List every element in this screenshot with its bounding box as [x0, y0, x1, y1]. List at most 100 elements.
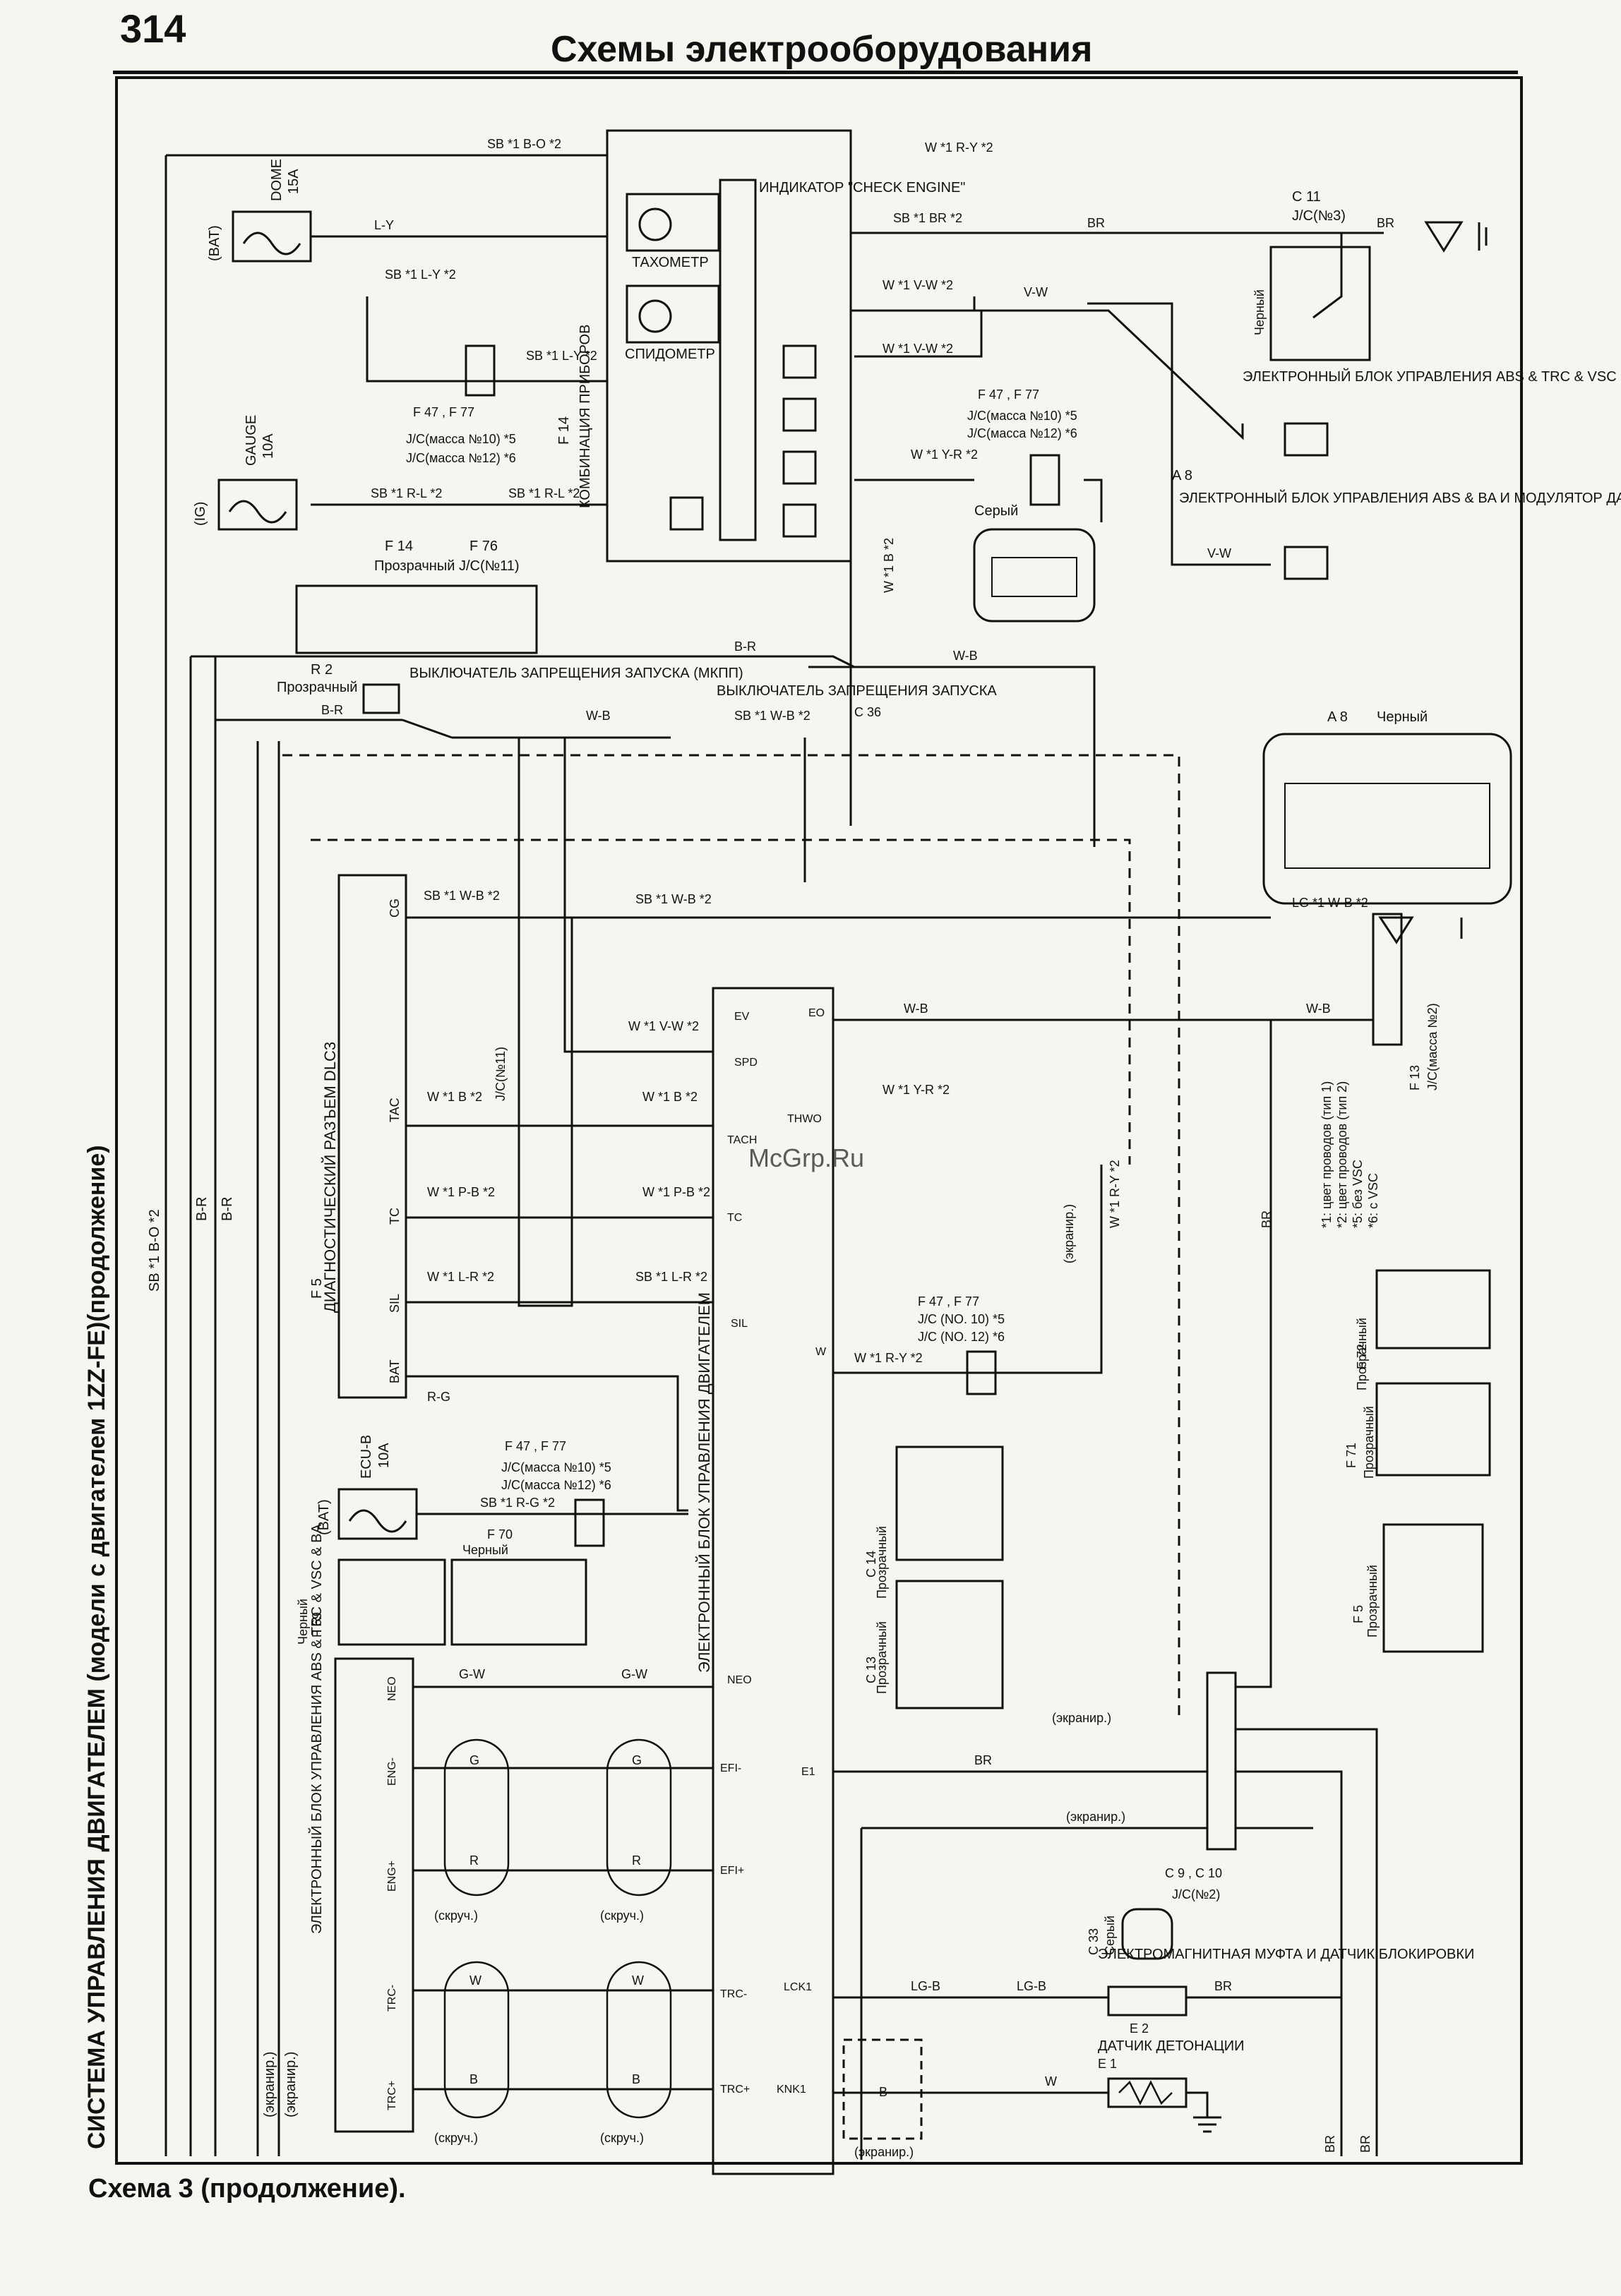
wire-b-knock: B [879, 2085, 887, 2099]
engine-ecu-label: ЭЛЕКТРОННЫЙ БЛОК УПРАВЛЕНИЯ ДВИГАТЕЛЕМ [695, 1292, 713, 1673]
wire-g-2: G [632, 1753, 642, 1767]
wire-br-right: BR [1377, 216, 1394, 230]
ecu-pin-trc-plus: TRC+ [720, 2084, 750, 2096]
ecu-pin-sil: SIL [731, 1318, 748, 1330]
wire-b-trc: B [469, 2072, 478, 2086]
connector-f72-color: Прозрачный [1355, 1318, 1369, 1390]
note-2: *5: без VSC [1351, 1160, 1365, 1228]
junction-upper-a: F 47 , F 77 [413, 405, 474, 419]
fuse-ecub [337, 1488, 418, 1540]
wire-r: R [469, 1853, 479, 1868]
wire-w-trc-2: W [632, 1973, 644, 1988]
junction-mid-b1: J/C (NO. 10) *5 [918, 1312, 1005, 1326]
junction-lower-a: F 47 , F 77 [505, 1439, 566, 1453]
connector-c14-code: C 14 [864, 1551, 878, 1577]
wire-sb-br: SB *1 BR *2 [893, 211, 962, 225]
ecu-pin-trc-minus: TRC- [720, 1988, 747, 2000]
wire-gw: G-W [459, 1667, 485, 1681]
connector-c33-code: C 33 [1087, 1928, 1101, 1955]
abs-pin-trc-plus: TRC+ [386, 2081, 398, 2110]
connector-f69-lower [337, 1558, 446, 1646]
ecu-pin-eo: EO [808, 1007, 825, 1019]
jc2-upper-name: J/C(масса №2) [1425, 1003, 1440, 1090]
diagram-frame [115, 76, 1523, 2165]
abs-pin-eng-plus: ENG+ [386, 1861, 398, 1892]
jc11-code: F 76 [469, 539, 498, 554]
start-switch-mt-label: ВЫКЛЮЧАТЕЛЬ ЗАПРЕЩЕНИЯ ЗАПУСКА (МКПП) [409, 666, 743, 681]
abs-pin-neo: NEO [386, 1676, 398, 1701]
junction-right-b1: J/C(масса №10) *5 [967, 409, 1077, 423]
abs-ecu-lower-label: ЭЛЕКТРОННЫЙ БЛОК УПРАВЛЕНИЯ ABS & TRC & … [308, 1524, 325, 1934]
clutch-label: ЭЛЕКТРОМАГНИТНАЯ МУФТА И ДАТЧИК БЛОКИРОВ… [1098, 1947, 1474, 1962]
connector-f14-code: F 14 [385, 539, 413, 554]
wire-w-ry-vert: W *1 R-Y *2 [1108, 1160, 1122, 1228]
connector-c33-color: Серый [1103, 1916, 1117, 1955]
connector-f71 [1375, 1382, 1491, 1477]
fuse-dome [232, 210, 312, 263]
knock-code: E 1 [1098, 2057, 1117, 2071]
page-number: 314 [120, 6, 186, 51]
wire-sb-lr: SB *1 L-R *2 [635, 1270, 707, 1284]
ecu-pin-knk1: KNK1 [777, 2084, 806, 2096]
junction-upper-b2: J/C(масса №12) *6 [406, 451, 516, 465]
connector-f14 [295, 584, 538, 654]
connector-f69-top-color: Черный [1252, 289, 1267, 335]
connector-c33 [1121, 1908, 1173, 1960]
wire-w-b-tac: W *1 B *2 [427, 1090, 482, 1104]
fuse-ecub-name: ECU-B [359, 1435, 374, 1479]
wire-wb-eo: W-B [904, 1002, 928, 1016]
knock-label: ДАТЧИК ДЕТОНАЦИИ [1098, 2038, 1245, 2054]
wire-sb-wb-mt: SB *1 W-B *2 [734, 709, 810, 723]
check-engine-label: ИНДИКАТОР "CHECK ENGINE" [759, 180, 965, 196]
wire-gw-2: G-W [621, 1667, 647, 1681]
dlc3-pin-tc: TC [388, 1208, 402, 1225]
wire-g: G [469, 1753, 479, 1767]
ecu-pin-tach: TACH [727, 1134, 757, 1146]
wire-w-vw-2: W *1 V-W *2 [883, 342, 953, 356]
right-bus-0: BR [1323, 2135, 1337, 2153]
wire-w-pb: W *1 P-B *2 [427, 1185, 495, 1199]
note-1: *2: цвет проводов (тип 2) [1335, 1081, 1349, 1228]
wire-sb-wb-cg: SB *1 W-B *2 [424, 889, 500, 903]
note-3: *6: с VSC [1366, 1173, 1380, 1228]
combination-meter-code: F 14 [556, 416, 572, 445]
ecu-pin-lck1: LCK1 [784, 1981, 812, 1993]
wire-lgb: LG-B [911, 1979, 940, 1993]
connector-f5-color: Прозрачный [1365, 1565, 1380, 1637]
start-switch-mt-color: Прозрачный [277, 680, 357, 695]
meter-gauges [626, 193, 817, 538]
fuse-dome-name: DOME [269, 159, 285, 201]
wire-w-pb2: W *1 P-B *2 [642, 1185, 710, 1199]
shield-label-mid: (экранир.) [1062, 1204, 1076, 1263]
jc11-mid: J/C(№11) [494, 1047, 508, 1101]
ecu-pin-e1: E1 [801, 1766, 815, 1778]
side-title: СИСТЕМА УПРАВЛЕНИЯ ДВИГАТЕЛЕМ (модели с … [83, 1145, 110, 2149]
ecu-pin-efi-minus: EFI- [720, 1762, 741, 1774]
wire-b-trc-2: B [632, 2072, 640, 2086]
wire-w-lr: W *1 L-R *2 [427, 1270, 494, 1284]
jc2-lower-codes: C 9 , C 10 [1165, 1866, 1222, 1880]
wire-w-vw-ev: W *1 V-W *2 [628, 1019, 699, 1033]
dlc3-code: F 5 [309, 1278, 325, 1299]
fuse-ecub-source: (BAT) [316, 1499, 332, 1535]
left-bus-label-0: SB *1 B-O *2 [147, 1209, 162, 1292]
junction-mid-a: F 47 , F 77 [918, 1294, 979, 1309]
connector-a8 [1262, 733, 1512, 905]
start-switch-mt-code: R 2 [311, 662, 333, 678]
tachometer-label: ТАХОМЕТР [632, 255, 709, 270]
page-header: 314 Схемы электрооборудования [0, 0, 1621, 78]
junction-mid-b2: J/C (NO. 12) *6 [918, 1330, 1005, 1344]
wire-w-yr: W *1 Y-R *2 [911, 447, 978, 462]
dlc3-pin-bat: BAT [388, 1359, 402, 1383]
junction-right-a: F 47 , F 77 [978, 387, 1039, 402]
wire-sb-ly: SB *1 L-Y *2 [526, 349, 597, 363]
watermark: McGrp.Ru [748, 1143, 865, 1172]
dlc3-pin-tac: TAC [388, 1098, 402, 1122]
twist-label-3: (скруч.) [600, 2131, 644, 2145]
fuse-ecub-rating: 10A [376, 1443, 392, 1468]
figure-caption: Схема 3 (продолжение). [88, 2174, 406, 2204]
left-bus-label-1: B-R [194, 1197, 210, 1221]
shield-label-e1: (экранир.) [1052, 1711, 1111, 1725]
ground-top-right [1424, 221, 1488, 253]
header-rule [113, 71, 1518, 74]
